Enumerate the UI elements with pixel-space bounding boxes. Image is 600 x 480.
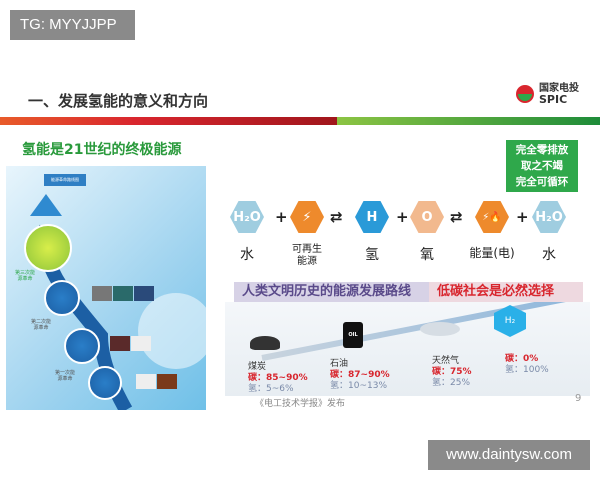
revolution-circle-2 xyxy=(44,280,80,316)
revolution-circle-1 xyxy=(88,366,122,400)
stage-carbon: 碳：85~90% xyxy=(248,373,308,383)
benefit: 完全可循环 xyxy=(515,176,569,188)
label-water: 水 xyxy=(240,247,254,263)
plus-sign: + xyxy=(275,208,288,226)
label-water: 水 xyxy=(542,247,556,263)
stage-name: 天然气 xyxy=(432,356,460,366)
stage-gas: 天然气 碳：75% 氢：25% xyxy=(432,356,472,389)
plus-sign: + xyxy=(516,208,529,226)
hydrogen-hex-icon: H xyxy=(355,201,389,233)
stage-oil: 石油 碳：87~90% 氢：10~13% xyxy=(330,359,390,392)
lightning-hex-icon: ⚡ xyxy=(290,201,324,233)
stage-coal: 煤炭 碳：85~90% 氢：5~6% xyxy=(248,362,308,395)
label-energy: 能量(电) xyxy=(469,246,515,260)
oxygen-hex-icon: O xyxy=(410,201,444,233)
divider-red xyxy=(0,117,337,125)
energy-hex-icon: ⚡🔥 xyxy=(475,201,509,233)
stage-name: 石油 xyxy=(330,359,349,369)
water-hex-icon: H₂O xyxy=(532,201,566,233)
spic-logo-icon xyxy=(516,85,534,103)
coal-icon xyxy=(250,336,280,350)
stage-hydrogen: 氢：100% xyxy=(505,365,549,375)
h2-hex-icon: H₂ xyxy=(494,305,526,337)
stage-hydrogen: 氢：5~6% xyxy=(248,384,294,394)
stage-name: 煤炭 xyxy=(248,362,267,372)
watermark-top: TG: MYYJJPP xyxy=(10,10,135,40)
watermark-bottom: www.daintysw.com xyxy=(428,440,590,470)
roadmap-header: 能源革命路线图 xyxy=(44,174,86,186)
stage-hydrogen: 氢：25% xyxy=(432,378,471,388)
banner-right: 低碳社会是必然选择 xyxy=(429,282,583,302)
source-footer: 《电工技术学报》发布 xyxy=(255,399,346,409)
energy-history-panel xyxy=(225,302,590,396)
revolution-circle-3 xyxy=(24,224,72,272)
energy-revolution-roadmap-image: 能源革命路线图 第三次能源革命 第二次能源革命 第一次能源革命 xyxy=(6,166,206,410)
stage-hydrogen: 氢：10~13% xyxy=(330,381,387,391)
benefit: 取之不竭 xyxy=(521,160,563,172)
stage-carbon: 碳：87~90% xyxy=(330,370,390,380)
logo-en: SPIC xyxy=(539,93,568,106)
banner-left: 人类文明历史的能源发展路线 xyxy=(234,282,429,302)
stage-hydrogen: 碳：0% 氢：100% xyxy=(505,354,549,376)
logo-cn: 国家电投 xyxy=(539,83,579,94)
page-title: 一、发展氢能的意义和方向 xyxy=(28,92,209,110)
benefits-box: 完全零排放 取之不竭 完全可循环 xyxy=(506,140,578,192)
reversible-arrow-icon: ⇄ xyxy=(330,208,343,226)
gas-icon xyxy=(420,322,460,336)
water-hex-icon: H₂O xyxy=(230,201,264,233)
revolution-circle-1b xyxy=(64,328,100,364)
section-subtitle: 氢能是21世纪的终极能源 xyxy=(22,142,182,158)
oil-barrel-icon: OIL xyxy=(343,322,363,348)
stage-carbon: 碳：0% xyxy=(505,354,539,364)
revolution-label: 第二次能源革命 xyxy=(30,319,51,331)
page-number: 9 xyxy=(575,393,582,404)
label-oxygen: 氧 xyxy=(420,247,434,263)
revolution-label: 第一次能源革命 xyxy=(54,370,75,382)
plus-sign: + xyxy=(396,208,409,226)
divider-green xyxy=(337,117,600,125)
reversible-arrow-icon: ⇄ xyxy=(450,208,463,226)
benefit: 完全零排放 xyxy=(515,144,569,156)
label-renewable: 可再生能源 xyxy=(292,244,322,267)
stage-carbon: 碳：75% xyxy=(432,367,472,377)
revolution-label: 第三次能源革命 xyxy=(14,270,35,282)
label-hydrogen: 氢 xyxy=(365,247,379,263)
